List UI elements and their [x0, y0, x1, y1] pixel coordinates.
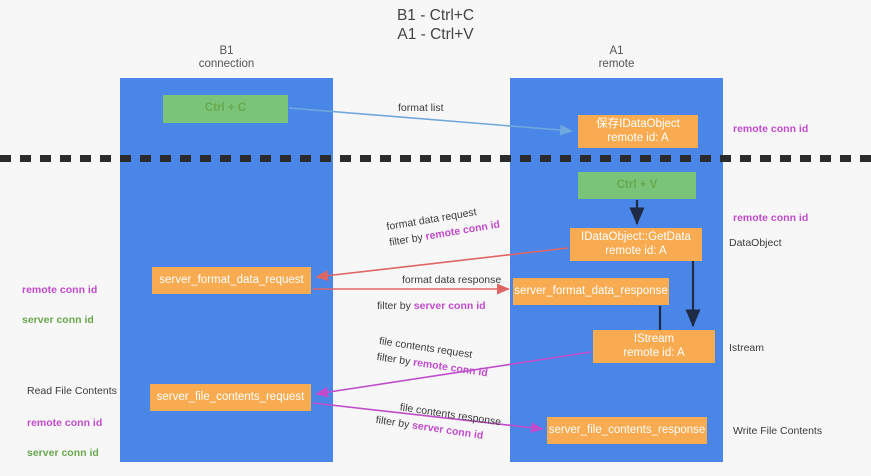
annotation-left-conn-ids: remote conn id server conn id: [22, 268, 97, 343]
annotation-write-file-contents: Write File Contents: [733, 425, 823, 437]
filter-prefix: filter by: [375, 350, 415, 369]
annotation-remote-conn-id-mid: remote conn id: [733, 212, 809, 224]
node-istream[interactable]: IStream remote id: A: [593, 330, 715, 363]
filter-prefix: filter by: [377, 300, 414, 312]
node-idataobject-getdata[interactable]: IDataObject::GetData remote id: A: [570, 228, 702, 261]
annotation-dataobject: DataObject: [729, 237, 782, 249]
annotation-remote-conn-id-2: remote conn id: [27, 417, 103, 429]
edge-format-data-request: [315, 247, 569, 282]
annotation-istream: Istream: [729, 342, 765, 354]
server-conn-id-highlight: server conn id: [413, 300, 486, 312]
node-save-idataobject[interactable]: 保存IDataObject remote id: A: [578, 115, 698, 148]
node-ctrl-c[interactable]: Ctrl + C: [163, 95, 288, 123]
node-server-format-data-response[interactable]: server_format_data_response: [513, 278, 669, 305]
node-server-file-contents-request[interactable]: server_file_contents_request: [150, 384, 311, 411]
edge-file-contents-request: [315, 351, 592, 398]
diagram-title: B1 - Ctrl+C A1 - Ctrl+V: [396, 7, 475, 43]
annotation-remote-conn-id: remote conn id: [22, 284, 98, 296]
annotation-left-conn-ids-2: remote conn id server conn id: [27, 401, 102, 476]
annotation-remote-conn-id-top: remote conn id: [733, 123, 809, 135]
edge-label-format-list-text: format list: [398, 102, 444, 114]
swimlane-b1-header: B1 connection: [198, 45, 255, 70]
filter-prefix: filter by: [374, 413, 414, 432]
edge-label-line2: filter by server conn id: [377, 288, 501, 314]
edge-file-contents-response: [312, 402, 544, 434]
edge-label-line1: format data response: [402, 274, 502, 286]
edge-label-format-list: format list: [398, 100, 444, 116]
annotation-server-conn-id: server conn id: [22, 314, 94, 326]
node-server-file-contents-response[interactable]: server_file_contents_response: [547, 417, 707, 444]
edge-format-list: [288, 107, 573, 136]
edge-label-format-data-response: format data response filter by server co…: [377, 272, 501, 314]
phase-divider: [0, 155, 871, 162]
annotation-read-file-contents: Read File Contents: [27, 385, 117, 397]
annotation-server-conn-id-2: server conn id: [27, 447, 99, 459]
node-server-format-data-request[interactable]: server_format_data_request: [152, 267, 311, 294]
node-ctrl-v[interactable]: Ctrl + V: [578, 172, 696, 199]
swimlane-a1-header: A1 remote: [598, 45, 635, 70]
